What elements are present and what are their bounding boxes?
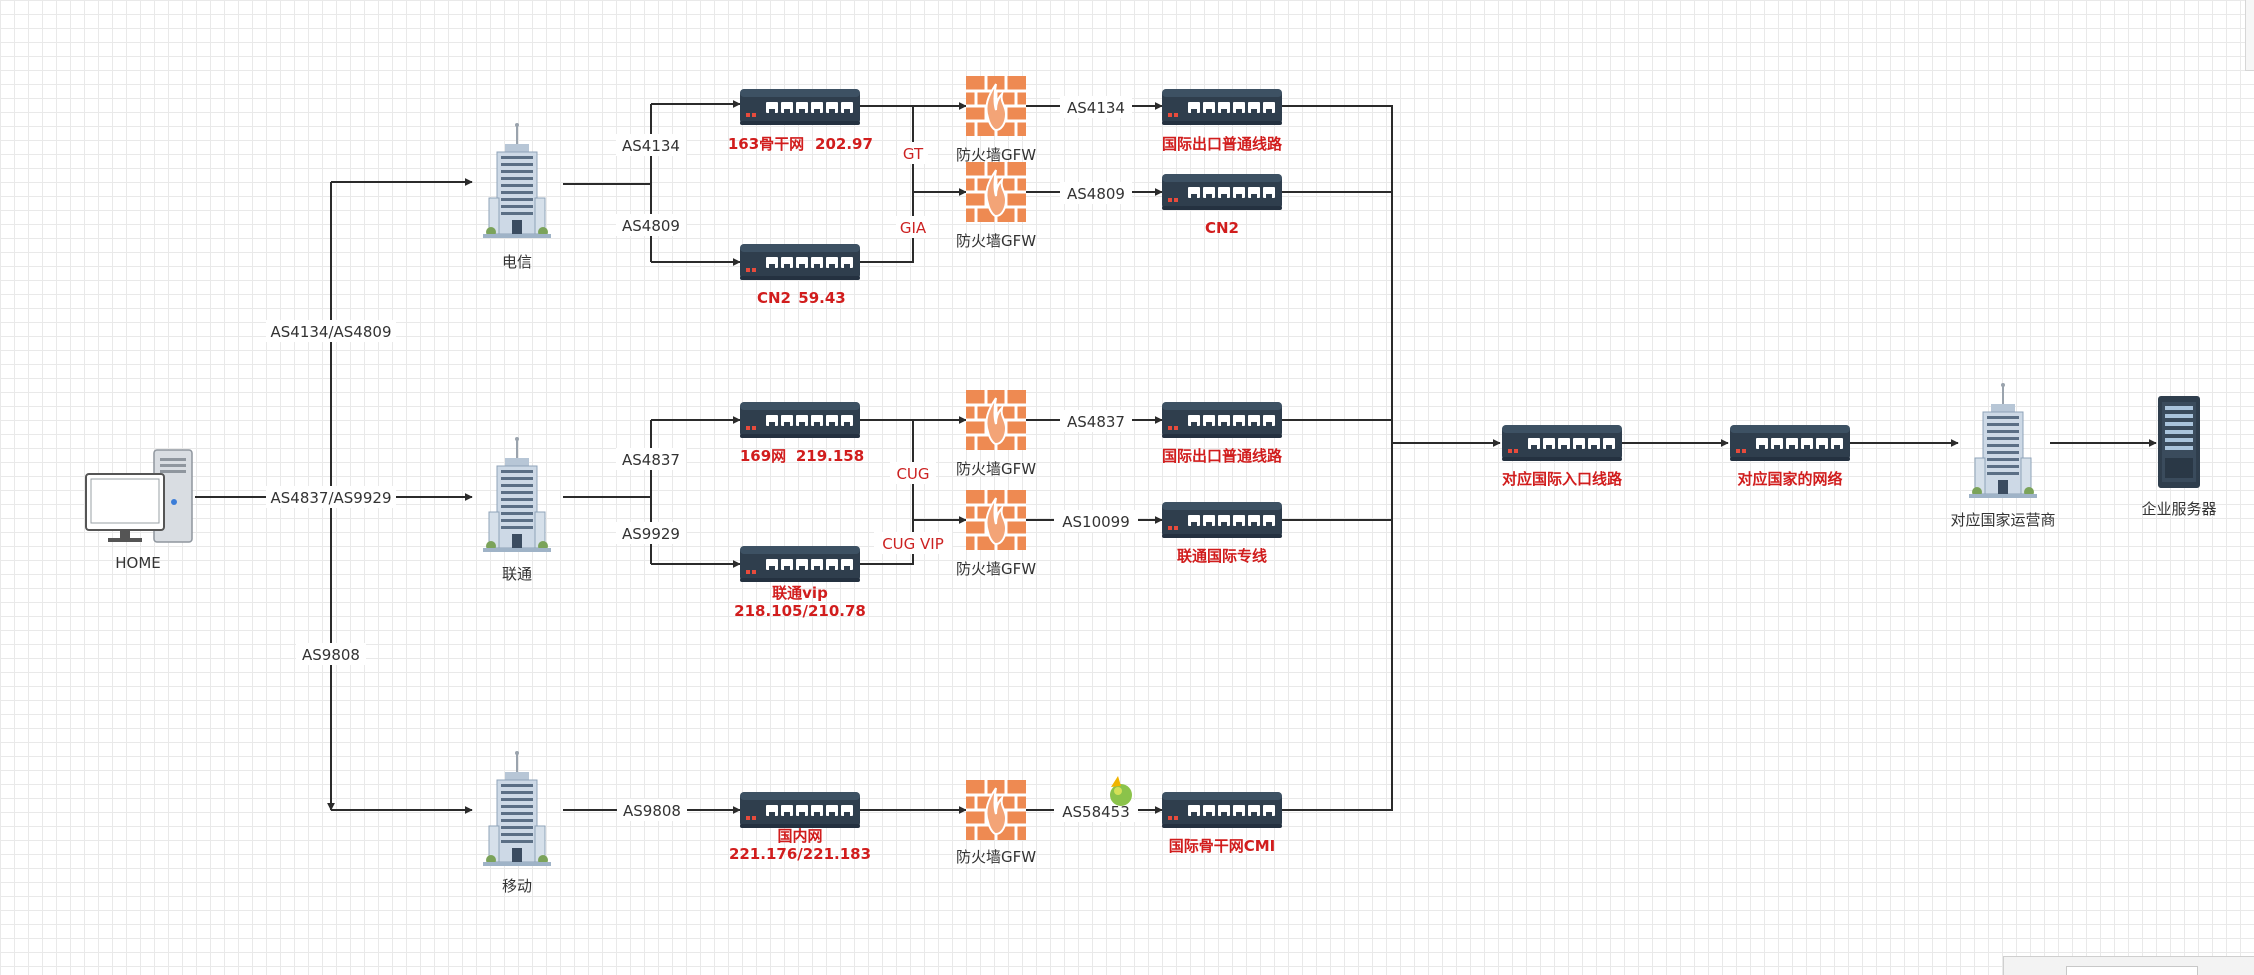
router-cn2-label-a: CN2 <box>757 289 791 307</box>
router-intl-ct[interactable]: 国际出口普通线路 <box>1162 89 1283 153</box>
router-country-net[interactable]: 对应国家的网络 <box>1730 425 1850 488</box>
firewall-label: 防火墙GFW <box>956 146 1036 164</box>
router-cmi[interactable]: 国际骨干网CMI <box>1162 792 1282 855</box>
router-icon <box>1730 425 1850 461</box>
home-label: HOME <box>115 554 161 572</box>
edge-label-cug-vip: CUG VIP <box>882 535 944 553</box>
panel-edge[interactable] <box>2245 0 2254 71</box>
carrier-country[interactable]: 对应国家运营商 <box>1950 382 2056 529</box>
router-liantong-vip-label-1: 联通vip <box>772 584 828 602</box>
router-163[interactable]: 163骨干网 202.97 <box>728 89 873 153</box>
edge-label-as4809-out: AS4809 <box>1067 185 1125 203</box>
edge-label-as4837-as9929: AS4837/AS9929 <box>271 489 392 507</box>
edge-label-cug: CUG <box>896 465 929 483</box>
building-icon <box>482 436 552 553</box>
cursor-blob-icon <box>1110 776 1132 806</box>
edge-label-gia: GIA <box>900 219 927 237</box>
server-icon <box>2158 396 2200 488</box>
firewall-2[interactable]: 防火墙GFW <box>956 160 1036 250</box>
carrier-dianxin[interactable]: 电信 <box>482 122 552 271</box>
router-icon <box>1162 89 1282 125</box>
carrier-dianxin-label: 电信 <box>502 253 532 271</box>
router-domestic-label-2: 221.176/221.183 <box>729 845 871 863</box>
home-pc[interactable]: HOME <box>85 449 193 572</box>
firewall-4[interactable]: 防火墙GFW <box>956 488 1036 578</box>
enterprise-server-label: 企业服务器 <box>2141 500 2216 518</box>
router-liantong-vip-label-2: 218.105/210.78 <box>734 602 866 620</box>
edge-label-as9808: AS9808 <box>623 802 681 820</box>
router-entry[interactable]: 对应国际入口线路 <box>1502 425 1623 488</box>
carrier-liantong-label: 联通 <box>502 565 532 583</box>
firewall-5[interactable]: 防火墙GFW <box>956 778 1036 866</box>
enterprise-server[interactable]: 企业服务器 <box>2141 396 2217 518</box>
router-icon <box>1162 502 1282 538</box>
building-icon <box>482 122 552 239</box>
router-icon <box>1162 174 1282 210</box>
firewall-icon <box>964 778 1028 842</box>
router-entry-label: 对应国际入口线路 <box>1502 470 1623 488</box>
edge-label-as4837-out: AS4837 <box>1067 413 1125 431</box>
router-liantong-vip[interactable]: 联通vip 218.105/210.78 <box>734 546 866 620</box>
edge-label-as4809: AS4809 <box>622 217 680 235</box>
router-icon <box>740 89 860 125</box>
router-domestic[interactable]: 国内网 221.176/221.183 <box>729 792 871 863</box>
edge-label-as4134: AS4134 <box>622 137 680 155</box>
router-163-label-a: 163骨干网 <box>728 135 804 153</box>
firewall-label: 防火墙GFW <box>956 848 1036 866</box>
router-169-label-b: 219.158 <box>796 447 864 465</box>
router-cn2-out[interactable]: CN2 <box>1162 174 1282 237</box>
edge-label-as4134-as4809: AS4134/AS4809 <box>271 323 392 341</box>
edge-label-as58453: AS58453 <box>1062 803 1130 821</box>
router-cmi-label: 国际骨干网CMI <box>1169 837 1276 855</box>
edge-label-as9929: AS9929 <box>622 525 680 543</box>
edge-label-as9808-home: AS9808 <box>302 646 360 664</box>
firewall-icon <box>964 388 1028 452</box>
router-icon <box>1162 792 1282 828</box>
edge-labels: AS4134/AS4809 AS4837/AS9929 AS9808 AS413… <box>266 96 1138 822</box>
firewall-label: 防火墙GFW <box>956 232 1036 250</box>
router-intl-cu[interactable]: 国际出口普通线路 <box>1162 402 1283 465</box>
firewall-label: 防火墙GFW <box>956 560 1036 578</box>
firewall-icon <box>964 160 1028 224</box>
carrier-yidong[interactable]: 移动 <box>482 750 552 895</box>
firewall-icon <box>964 488 1028 552</box>
router-cn2-label-b: 59.43 <box>798 289 845 307</box>
edge-label-as4134-out: AS4134 <box>1067 99 1125 117</box>
router-country-net-label: 对应国家的网络 <box>1737 470 1842 488</box>
router-cu-intl-label: 联通国际专线 <box>1177 547 1267 565</box>
router-domestic-label-1: 国内网 <box>777 827 822 845</box>
router-icon <box>740 792 860 828</box>
router-169-label-a: 169网 <box>740 447 786 465</box>
router-cn2-out-label: CN2 <box>1205 219 1239 237</box>
building-icon <box>482 750 552 867</box>
router-163-label-b: 202.97 <box>815 135 873 153</box>
carrier-yidong-label: 移动 <box>502 877 532 895</box>
firewall-3[interactable]: 防火墙GFW <box>956 388 1036 478</box>
router-cn2[interactable]: CN2 59.43 <box>740 244 860 307</box>
bottom-toolbar[interactable] <box>2003 956 2254 975</box>
router-icon <box>740 546 860 582</box>
router-icon <box>740 244 860 280</box>
toolbar-tab[interactable] <box>2066 966 2198 975</box>
edge-label-gt: GT <box>903 145 924 163</box>
router-icon <box>1502 425 1622 461</box>
edge-label-as10099: AS10099 <box>1062 513 1130 531</box>
building-icon <box>1968 382 2038 499</box>
firewall-1[interactable]: 防火墙GFW <box>956 74 1036 164</box>
pc-icon <box>85 449 193 543</box>
firewall-icon <box>964 74 1028 138</box>
router-icon <box>740 402 860 438</box>
router-icon <box>1162 402 1282 438</box>
edge-label-as4837: AS4837 <box>622 451 680 469</box>
firewall-label: 防火墙GFW <box>956 460 1036 478</box>
carrier-liantong[interactable]: 联通 <box>482 436 552 583</box>
router-intl-ct-label: 国际出口普通线路 <box>1162 135 1283 153</box>
router-intl-cu-label: 国际出口普通线路 <box>1162 447 1283 465</box>
carrier-country-label: 对应国家运营商 <box>1950 511 2055 529</box>
router-cu-intl[interactable]: 联通国际专线 <box>1162 502 1282 565</box>
router-169[interactable]: 169网 219.158 <box>740 402 864 465</box>
